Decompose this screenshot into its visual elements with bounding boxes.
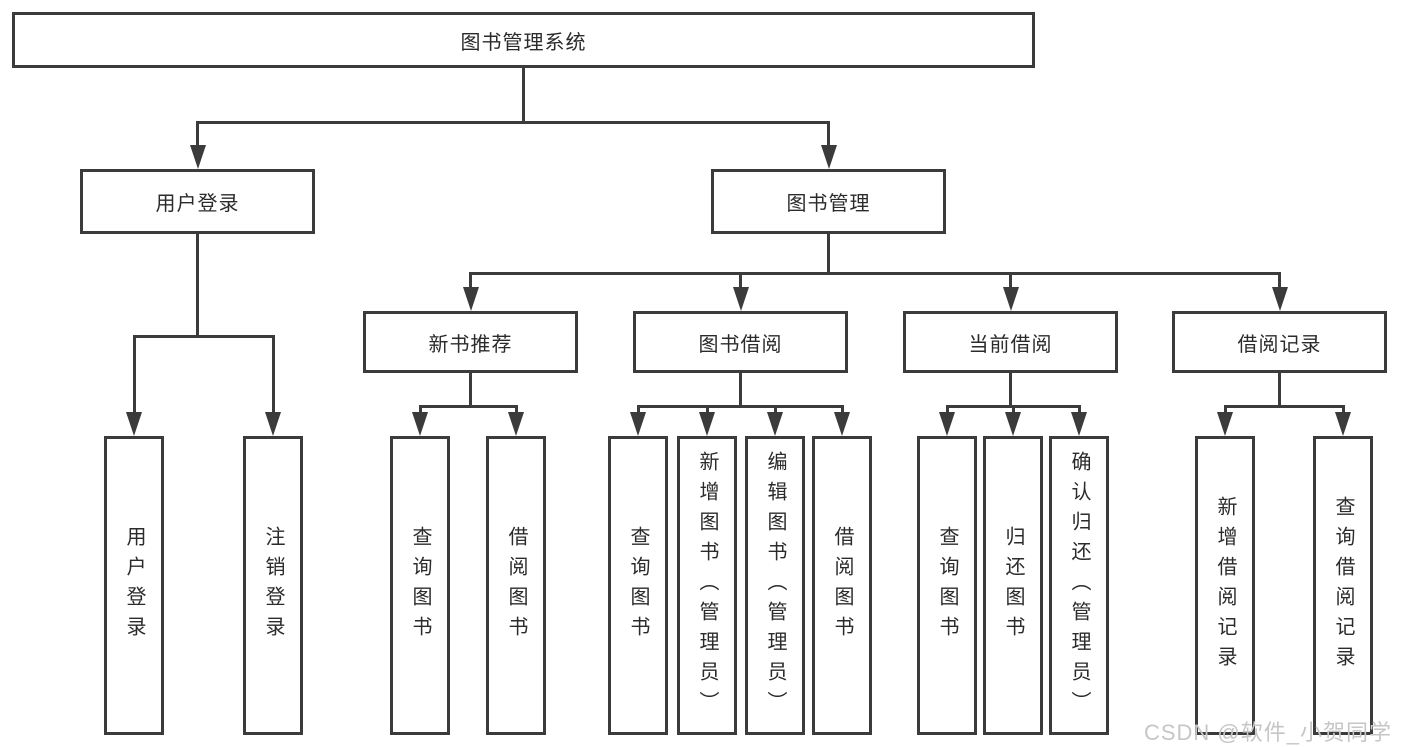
connector-line <box>132 336 136 420</box>
arrowhead <box>126 412 142 436</box>
connector-line <box>132 334 275 338</box>
node-book-management: 图书管理 <box>711 169 946 234</box>
leaf-current-query-books: 查询图书 <box>917 436 977 735</box>
connector-line <box>1009 273 1012 295</box>
arrowhead <box>412 412 428 436</box>
arrowhead <box>265 412 281 436</box>
leaf-label: 查询借阅记录 <box>1332 495 1354 676</box>
leaf-label: 用户登录 <box>123 525 145 646</box>
leaf-label: 注销登录 <box>262 525 284 646</box>
connector-line <box>522 68 525 124</box>
leaf-label: 确认归还（管理员） <box>1068 450 1090 721</box>
connector-line <box>739 273 742 295</box>
connector-line <box>1223 404 1345 408</box>
leaf-add-books-admin: 新增图书（管理员） <box>677 436 737 735</box>
leaf-edit-books-admin: 编辑图书（管理员） <box>745 436 805 735</box>
arrowhead <box>732 287 749 311</box>
arrowhead <box>834 412 850 436</box>
node-label: 图书管理系统 <box>460 31 587 54</box>
node-label: 用户登录 <box>155 193 240 215</box>
leaf-borrowing-query-books: 查询图书 <box>608 436 668 735</box>
leaf-user-login: 用户登录 <box>104 436 164 735</box>
connector-line <box>196 120 830 124</box>
csdn-watermark: CSDN @软件_小贺同学 <box>1143 720 1392 745</box>
connector-line <box>1009 373 1012 408</box>
arrowhead <box>1002 287 1019 311</box>
node-label: 当前借阅 <box>968 333 1053 356</box>
arrowhead <box>189 145 206 169</box>
arrowhead <box>939 412 955 436</box>
connector-line <box>827 122 830 153</box>
leaf-label: 编辑图书（管理员） <box>764 450 786 721</box>
connector-line <box>1278 373 1281 408</box>
arrowhead <box>462 287 479 311</box>
node-user-login: 用户登录 <box>80 169 315 234</box>
arrowhead <box>699 412 715 436</box>
leaf-label: 借阅图书 <box>505 525 527 646</box>
node-label: 新书推荐 <box>428 333 513 356</box>
node-library-management-system: 图书管理系统 <box>12 12 1035 68</box>
arrowhead <box>508 412 524 436</box>
leaf-recommend-query-books: 查询图书 <box>390 436 450 735</box>
leaf-add-borrow-record: 新增借阅记录 <box>1195 436 1255 735</box>
leaf-label: 查询图书 <box>627 525 649 646</box>
connector-line <box>196 234 199 338</box>
arrowhead <box>820 145 837 169</box>
leaf-label: 新增借阅记录 <box>1214 495 1236 676</box>
arrowhead <box>1071 412 1087 436</box>
leaf-label: 借阅图书 <box>831 525 853 646</box>
connector-line <box>739 373 742 408</box>
node-current-borrowing: 当前借阅 <box>903 311 1118 373</box>
connector-line <box>469 373 472 408</box>
connector-line <box>469 273 472 295</box>
leaf-label: 归还图书 <box>1002 525 1024 646</box>
connector-line <box>1278 273 1281 295</box>
arrowhead <box>1335 412 1351 436</box>
connector-line <box>469 271 1281 275</box>
leaf-borrow-books: 借阅图书 <box>812 436 872 735</box>
node-label: 借阅记录 <box>1237 333 1322 356</box>
leaf-label: 查询图书 <box>409 525 431 646</box>
connector-line <box>636 404 844 408</box>
arrowhead <box>630 412 646 436</box>
leaf-label: 新增图书（管理员） <box>696 450 718 721</box>
leaf-query-borrow-record: 查询借阅记录 <box>1313 436 1373 735</box>
node-book-borrowing: 图书借阅 <box>633 311 848 373</box>
arrowhead <box>767 412 783 436</box>
connector-line <box>271 336 275 420</box>
arrowhead <box>1005 412 1021 436</box>
connector-line <box>418 404 518 408</box>
connector-line <box>196 122 199 153</box>
node-borrowing-records: 借阅记录 <box>1172 311 1387 373</box>
arrowhead <box>1217 412 1233 436</box>
leaf-confirm-return-admin: 确认归还（管理员） <box>1049 436 1109 735</box>
leaf-logout: 注销登录 <box>243 436 303 735</box>
arrowhead <box>1271 287 1288 311</box>
leaf-return-books: 归还图书 <box>983 436 1043 735</box>
node-label: 图书管理 <box>786 193 871 215</box>
leaf-recommend-borrow-books: 借阅图书 <box>486 436 546 735</box>
node-label: 图书借阅 <box>698 333 783 356</box>
connector-line <box>827 234 830 275</box>
leaf-label: 查询图书 <box>936 525 958 646</box>
node-new-book-recommendation: 新书推荐 <box>363 311 578 373</box>
